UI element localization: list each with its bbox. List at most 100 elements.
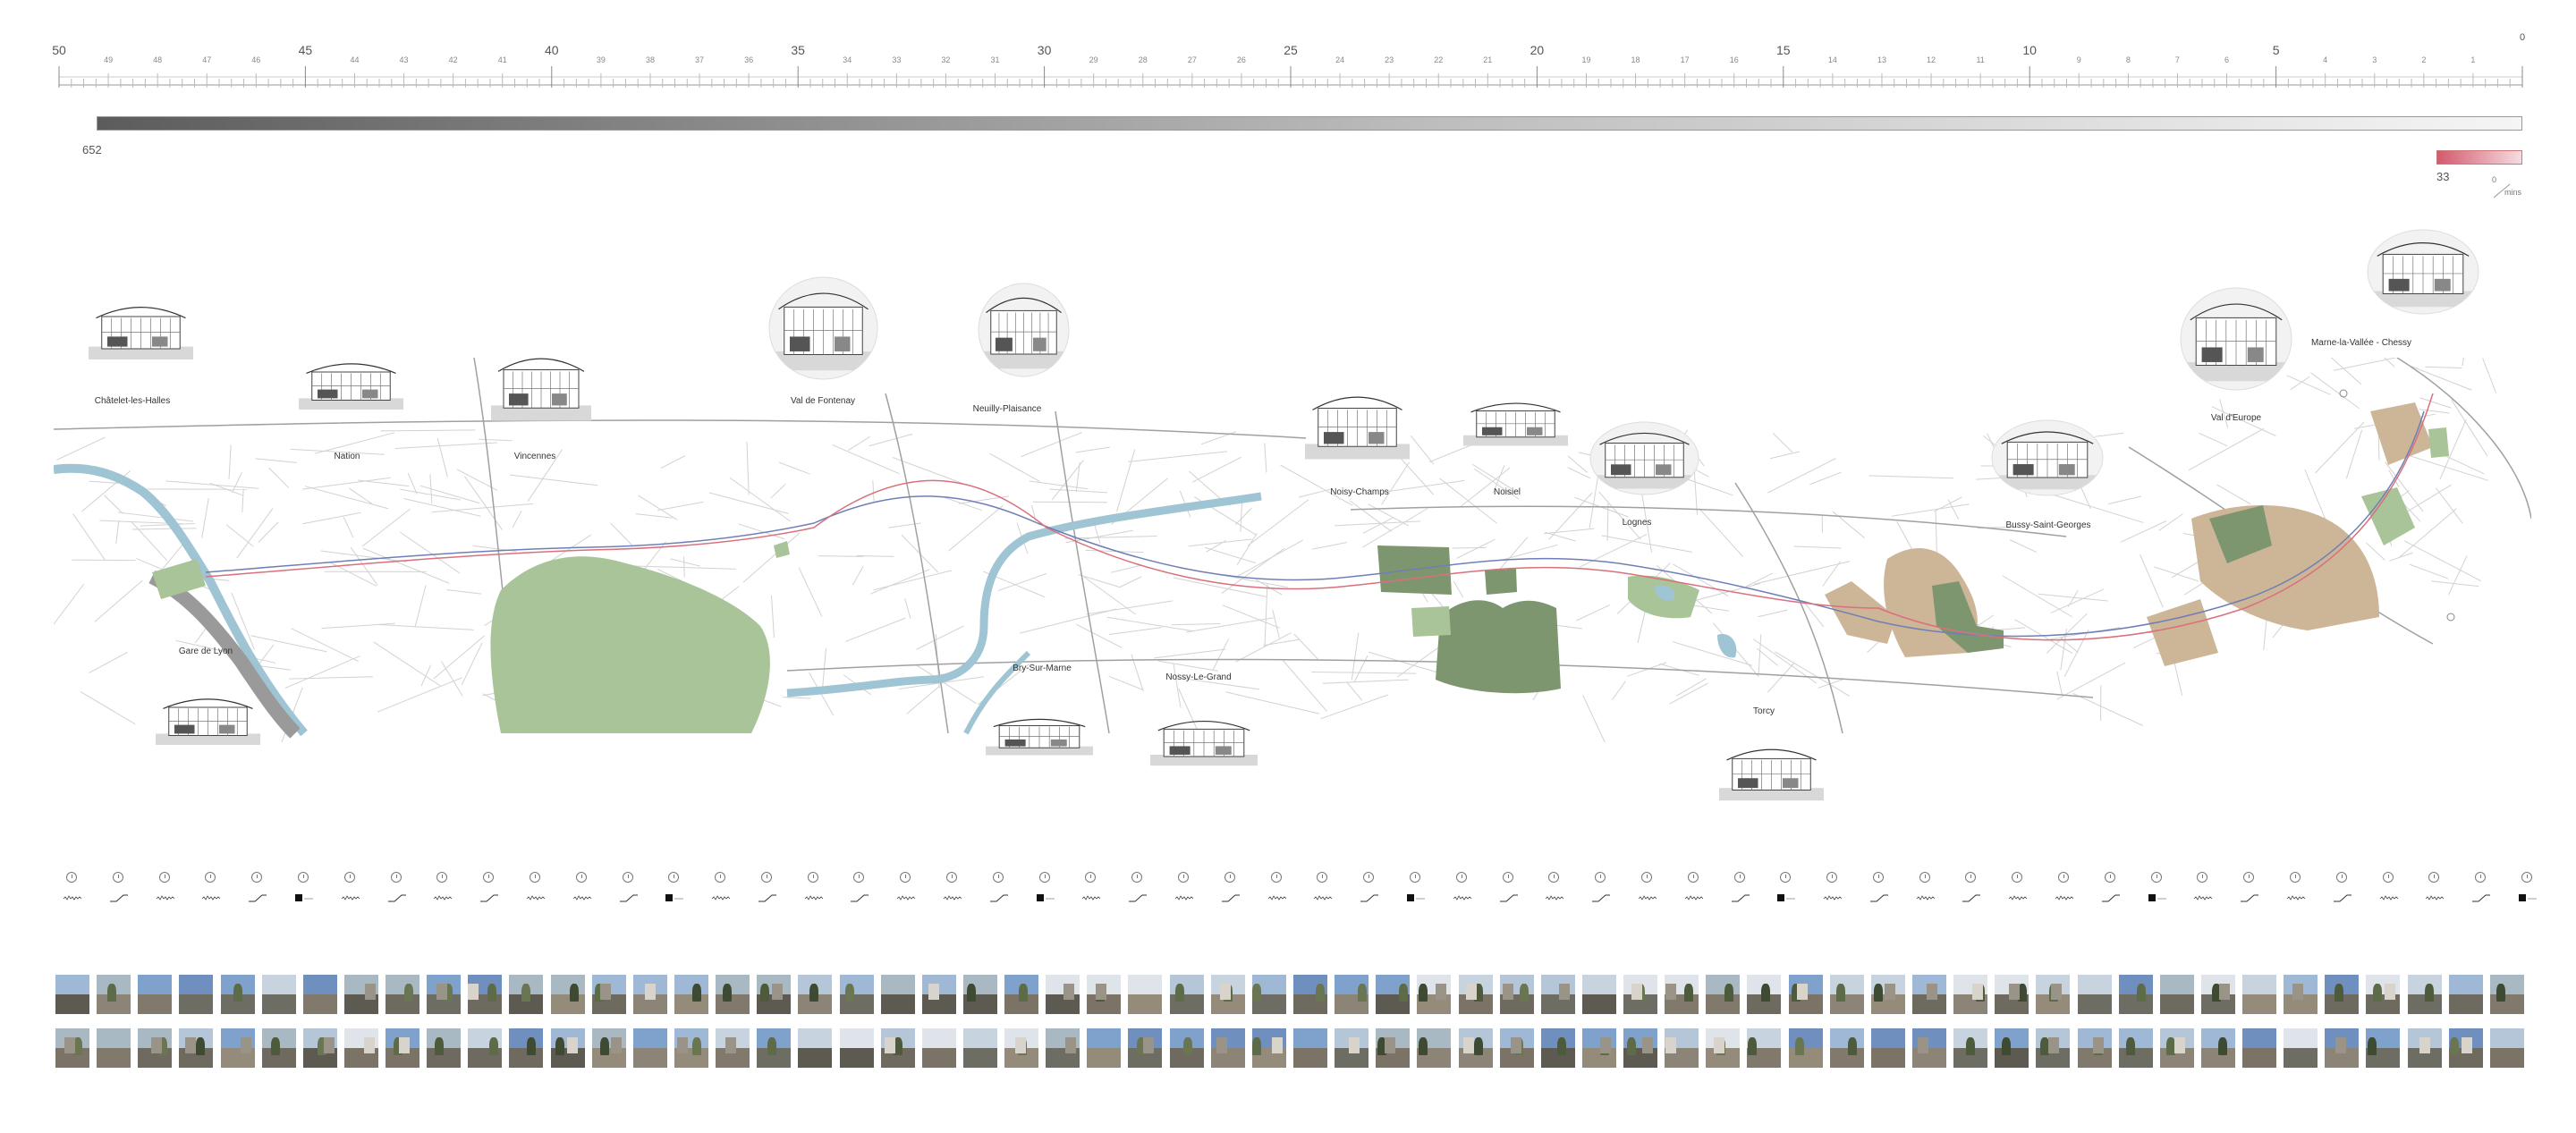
street: [2060, 628, 2067, 671]
street: [2411, 366, 2472, 391]
street: [1382, 479, 1465, 493]
square-icon: [1406, 894, 1425, 901]
street-photo: [1376, 975, 1411, 1014]
street: [778, 461, 810, 475]
station-label: Nation: [334, 452, 360, 461]
street-photo: [2448, 975, 2483, 1014]
station-sketch: [1716, 738, 1827, 807]
street: [2002, 575, 2073, 618]
icon-cell: [61, 872, 84, 908]
street: [1498, 544, 1558, 562]
street-photo: [261, 975, 296, 1014]
street: [72, 513, 106, 561]
street: [380, 429, 476, 432]
station-label: Val de Fontenay: [790, 396, 856, 406]
clock-icon: [2012, 872, 2023, 883]
street: [420, 664, 432, 687]
clock-icon: [715, 872, 726, 883]
main-road: [2396, 357, 2532, 520]
street: [1154, 648, 1226, 659]
clock-icon: [853, 872, 865, 883]
icon-cell: [107, 872, 131, 908]
street: [1236, 533, 1258, 565]
street: [1474, 469, 1520, 500]
scale-minor-label: 19: [1581, 55, 1591, 64]
street: [1809, 471, 1842, 486]
street: [56, 436, 106, 461]
street: [225, 524, 254, 547]
route-blue: [205, 410, 2425, 638]
street: [746, 441, 750, 495]
street: [630, 565, 736, 570]
street: [1579, 533, 1648, 568]
street-photo: [1417, 975, 1452, 1014]
street: [1793, 545, 1842, 549]
street: [1021, 431, 1083, 458]
scale-major-label: 20: [1530, 43, 1545, 57]
street-photo: [1870, 1028, 1905, 1068]
street: [2431, 580, 2479, 588]
street-photo: [2242, 975, 2277, 1014]
icon-cell: [1451, 872, 1474, 908]
icon-cell: [1173, 872, 1196, 908]
street: [479, 438, 513, 442]
station-sketch: [295, 353, 407, 416]
slope-icon: [1360, 894, 1379, 902]
scale-major-label: 10: [2022, 43, 2037, 57]
noise-icon: [202, 895, 221, 900]
street: [201, 497, 209, 538]
street-photo: [757, 1028, 792, 1068]
street: [1078, 574, 1121, 588]
clock-icon: [760, 872, 772, 883]
street: [1598, 491, 1641, 540]
street-photo: [1623, 1028, 1658, 1068]
street: [2038, 593, 2108, 602]
noise-icon: [572, 895, 591, 900]
street: [660, 455, 686, 469]
scale-minor-label: 28: [1138, 55, 1148, 64]
scale-minor-label: 26: [1236, 55, 1246, 64]
street-photo: [674, 975, 708, 1014]
street: [2385, 461, 2424, 512]
street-photo: [1912, 1028, 1946, 1068]
time-bar-unit: mins: [2504, 188, 2522, 197]
street-photo: [1788, 1028, 1823, 1068]
street-photo: [2077, 975, 2112, 1014]
street: [997, 572, 1047, 592]
slope-icon: [1962, 894, 1981, 902]
street-photo: [1665, 975, 1699, 1014]
street: [1346, 681, 1363, 701]
clock-icon: [297, 872, 309, 883]
street: [441, 661, 463, 697]
street: [1111, 564, 1142, 573]
street: [1410, 435, 1435, 465]
park-light-chessy: [2361, 487, 2415, 545]
street: [2388, 469, 2400, 487]
street: [2120, 520, 2167, 543]
street-photo: [1169, 1028, 1204, 1068]
street-photo: [1912, 975, 1946, 1014]
scale-minor-label: 31: [990, 55, 1000, 64]
street: [2419, 397, 2452, 409]
noise-icon: [526, 895, 546, 900]
icon-cell: [1404, 872, 1428, 908]
icon-cell: [1914, 872, 1937, 908]
street: [1320, 694, 1388, 720]
scale-minor-label: 29: [1089, 55, 1098, 64]
river-seine: [53, 463, 308, 737]
street: [1891, 503, 1970, 517]
scale-minor-label: 13: [1877, 55, 1886, 64]
scale-minor-label: 11: [1976, 55, 1985, 64]
time-bar: [2436, 150, 2522, 165]
clock-icon: [1363, 872, 1375, 883]
street-photo: [1995, 975, 2029, 1014]
street: [1753, 561, 1851, 585]
street-photo: [1376, 1028, 1411, 1068]
slope-icon: [1221, 894, 1240, 902]
urban-zone-4: [2147, 599, 2218, 666]
street: [1065, 529, 1133, 544]
clock-icon: [1085, 872, 1097, 883]
icon-cell: [2284, 872, 2308, 908]
street: [1075, 446, 1110, 453]
street-photo: [220, 975, 255, 1014]
